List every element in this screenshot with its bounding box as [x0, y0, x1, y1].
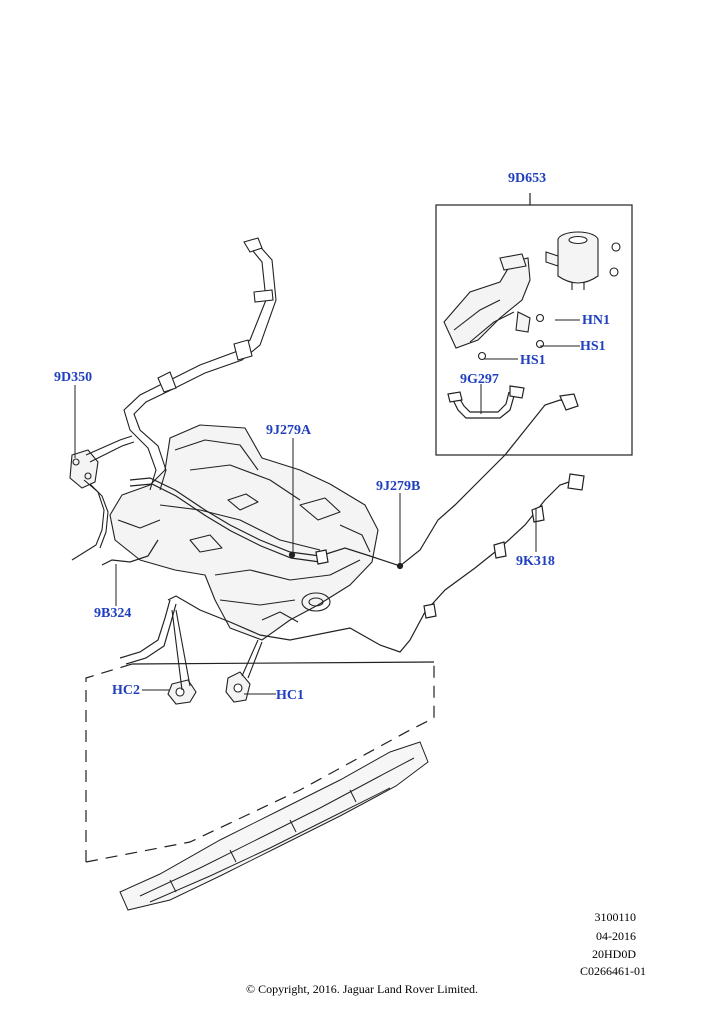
evap-canister-bracket	[443, 253, 531, 349]
callout-9J279B: 9J279B	[376, 479, 421, 494]
callout-HS1: HS1	[520, 353, 546, 368]
clip-hc1	[225, 639, 263, 703]
callout-HN1: HN1	[582, 313, 610, 328]
vapour-line-9D350	[69, 435, 135, 561]
underbody-rail	[119, 741, 429, 911]
callout-9K318: 9K318	[516, 554, 555, 569]
callout-9J279A: 9J279A	[266, 423, 312, 438]
callout-9D653: 9D653	[508, 171, 547, 186]
callout-9D350: 9D350	[54, 370, 93, 385]
detail-frame-dashed	[85, 661, 435, 863]
fuel-lines-9J279	[129, 393, 579, 570]
callout-9B324: 9B324	[94, 606, 132, 621]
illustration-date: 04-2016	[596, 929, 636, 943]
copyright-notice: © Copyright, 2016. Jaguar Land Rover Lim…	[245, 982, 479, 996]
fuel-line-9K318	[167, 473, 585, 653]
detail-box-9D653	[435, 193, 633, 456]
callout-9G297: 9G297	[460, 372, 499, 387]
model-code: 20HD0D	[592, 947, 636, 961]
callout-HS1-box: HS1	[580, 339, 606, 354]
filler-pipe	[123, 237, 277, 491]
callout-HC1: HC1	[276, 688, 304, 703]
callout-HC2: HC2	[112, 683, 140, 698]
drawing-reference: C0266461-01	[580, 964, 646, 978]
clip-hc2	[167, 609, 197, 705]
illustration-number: 3100110	[594, 910, 636, 924]
vent-hose-9G297	[447, 385, 525, 419]
evap-canister	[545, 231, 599, 290]
leader-lines	[74, 319, 580, 695]
